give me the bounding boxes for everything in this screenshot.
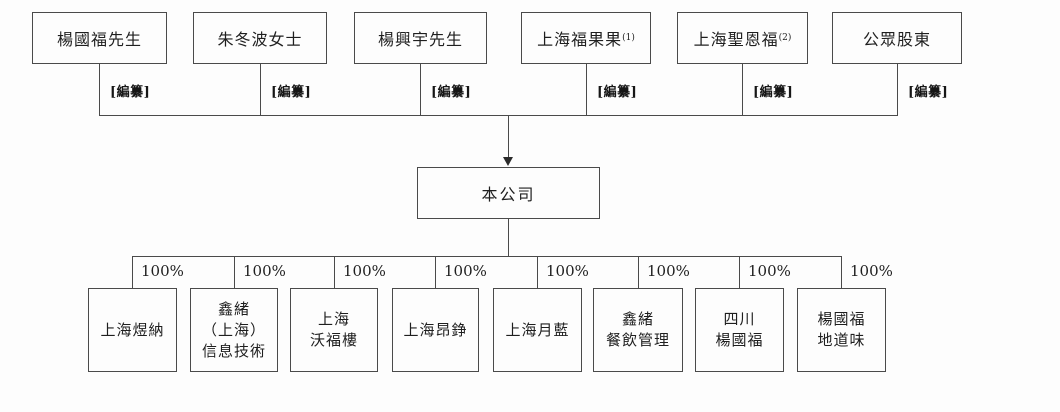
- company-box: 本公司: [417, 167, 600, 219]
- subsidiary-name: 上海煜納: [100, 320, 165, 339]
- subsidiary-box-xinxu-shanghai-it: 鑫緒 （上海） 信息技術: [190, 288, 278, 372]
- ownership-label-pct: 100%: [850, 262, 893, 280]
- connector-shareholder-2: [260, 64, 261, 115]
- subsidiary-box-xinxu-catering: 鑫緒 餐飲管理: [593, 288, 683, 372]
- shareholder-name: 楊國福先生: [56, 30, 142, 49]
- ownership-label-pct: 100%: [647, 262, 690, 280]
- connector-shareholder-5: [742, 64, 743, 115]
- connector-subsidiary-4: [435, 256, 436, 288]
- subsidiary-name: 鑫緒 （上海） 信息技術: [201, 299, 266, 360]
- subsidiary-box-shanghai-angzheng: 上海昂錚: [392, 288, 479, 372]
- shareholder-box-yang-xingyu: 楊興宇先生: [354, 12, 487, 64]
- connector-subsidiary-2: [234, 256, 235, 288]
- subsidiary-box-shanghai-yuna: 上海煜納: [88, 288, 177, 372]
- connector-from-company: [508, 219, 509, 256]
- ownership-label-pct: 100%: [748, 262, 791, 280]
- shareholder-box-shanghai-fuguoguo: 上海福果果(1): [521, 12, 651, 64]
- subsidiary-box-shanghai-yuelan: 上海月藍: [493, 288, 582, 372]
- subsidiary-box-shanghai-wofulou: 上海 沃福樓: [290, 288, 378, 372]
- shareholder-name: 朱冬波女士: [217, 30, 303, 49]
- connector-subsidiary-6: [638, 256, 639, 288]
- connector-to-company: [508, 115, 509, 159]
- subsidiary-name: 上海月藍: [505, 320, 570, 339]
- connector-subsidiary-8: [841, 256, 842, 288]
- ownership-label-redacted: [編纂]: [597, 85, 638, 100]
- ownership-label-redacted: [編纂]: [110, 85, 151, 100]
- footnote-marker: (2): [778, 33, 792, 43]
- connector-subsidiary-7: [739, 256, 740, 288]
- ownership-label-redacted: [編纂]: [431, 85, 472, 100]
- subsidiary-name: 上海昂錚: [403, 320, 468, 339]
- shareholder-name: 上海聖恩福: [693, 30, 779, 49]
- ownership-label-redacted: [編纂]: [753, 85, 794, 100]
- shareholder-name: 公眾股東: [862, 30, 931, 49]
- subsidiary-name: 上海 沃福樓: [309, 310, 358, 349]
- shareholder-box-shanghai-shengenfu: 上海聖恩福(2): [677, 12, 808, 64]
- connector-shareholder-3: [420, 64, 421, 115]
- ownership-label-pct: 100%: [546, 262, 589, 280]
- footnote-marker: (1): [622, 33, 635, 43]
- shareholder-box-yang-guofu: 楊國福先生: [32, 12, 167, 64]
- ownership-label-pct: 100%: [343, 262, 386, 280]
- connector-bus-top: [99, 115, 898, 116]
- ownership-label-pct: 100%: [444, 262, 487, 280]
- subsidiary-name: 鑫緒 餐飲管理: [605, 310, 670, 349]
- connector-subsidiary-3: [334, 256, 335, 288]
- connector-subsidiary-5: [537, 256, 538, 288]
- company-name: 本公司: [481, 185, 536, 204]
- arrow-down-icon: [503, 157, 513, 166]
- ownership-label-redacted: [編纂]: [271, 85, 312, 100]
- subsidiary-box-sichuan-yangguofu: 四川 楊國福: [695, 288, 784, 372]
- ownership-label-redacted: [編纂]: [908, 85, 949, 100]
- shareholder-name: 上海福果果: [537, 30, 623, 49]
- connector-subsidiary-1: [132, 256, 133, 288]
- shareholder-name: 楊興宇先生: [377, 30, 463, 49]
- connector-bus-bottom: [132, 256, 842, 257]
- subsidiary-box-yangguofu-didaowei: 楊國福 地道味: [797, 288, 886, 372]
- subsidiary-name: 楊國福 地道味: [817, 310, 866, 349]
- ownership-label-pct: 100%: [243, 262, 286, 280]
- subsidiary-name: 四川 楊國福: [715, 310, 764, 349]
- connector-shareholder-1: [99, 64, 100, 115]
- connector-shareholder-4: [586, 64, 587, 115]
- connector-shareholder-6: [897, 64, 898, 115]
- shareholder-box-zhu-dongbo: 朱冬波女士: [193, 12, 327, 64]
- shareholder-box-public-shareholders: 公眾股東: [832, 12, 962, 64]
- ownership-label-pct: 100%: [141, 262, 184, 280]
